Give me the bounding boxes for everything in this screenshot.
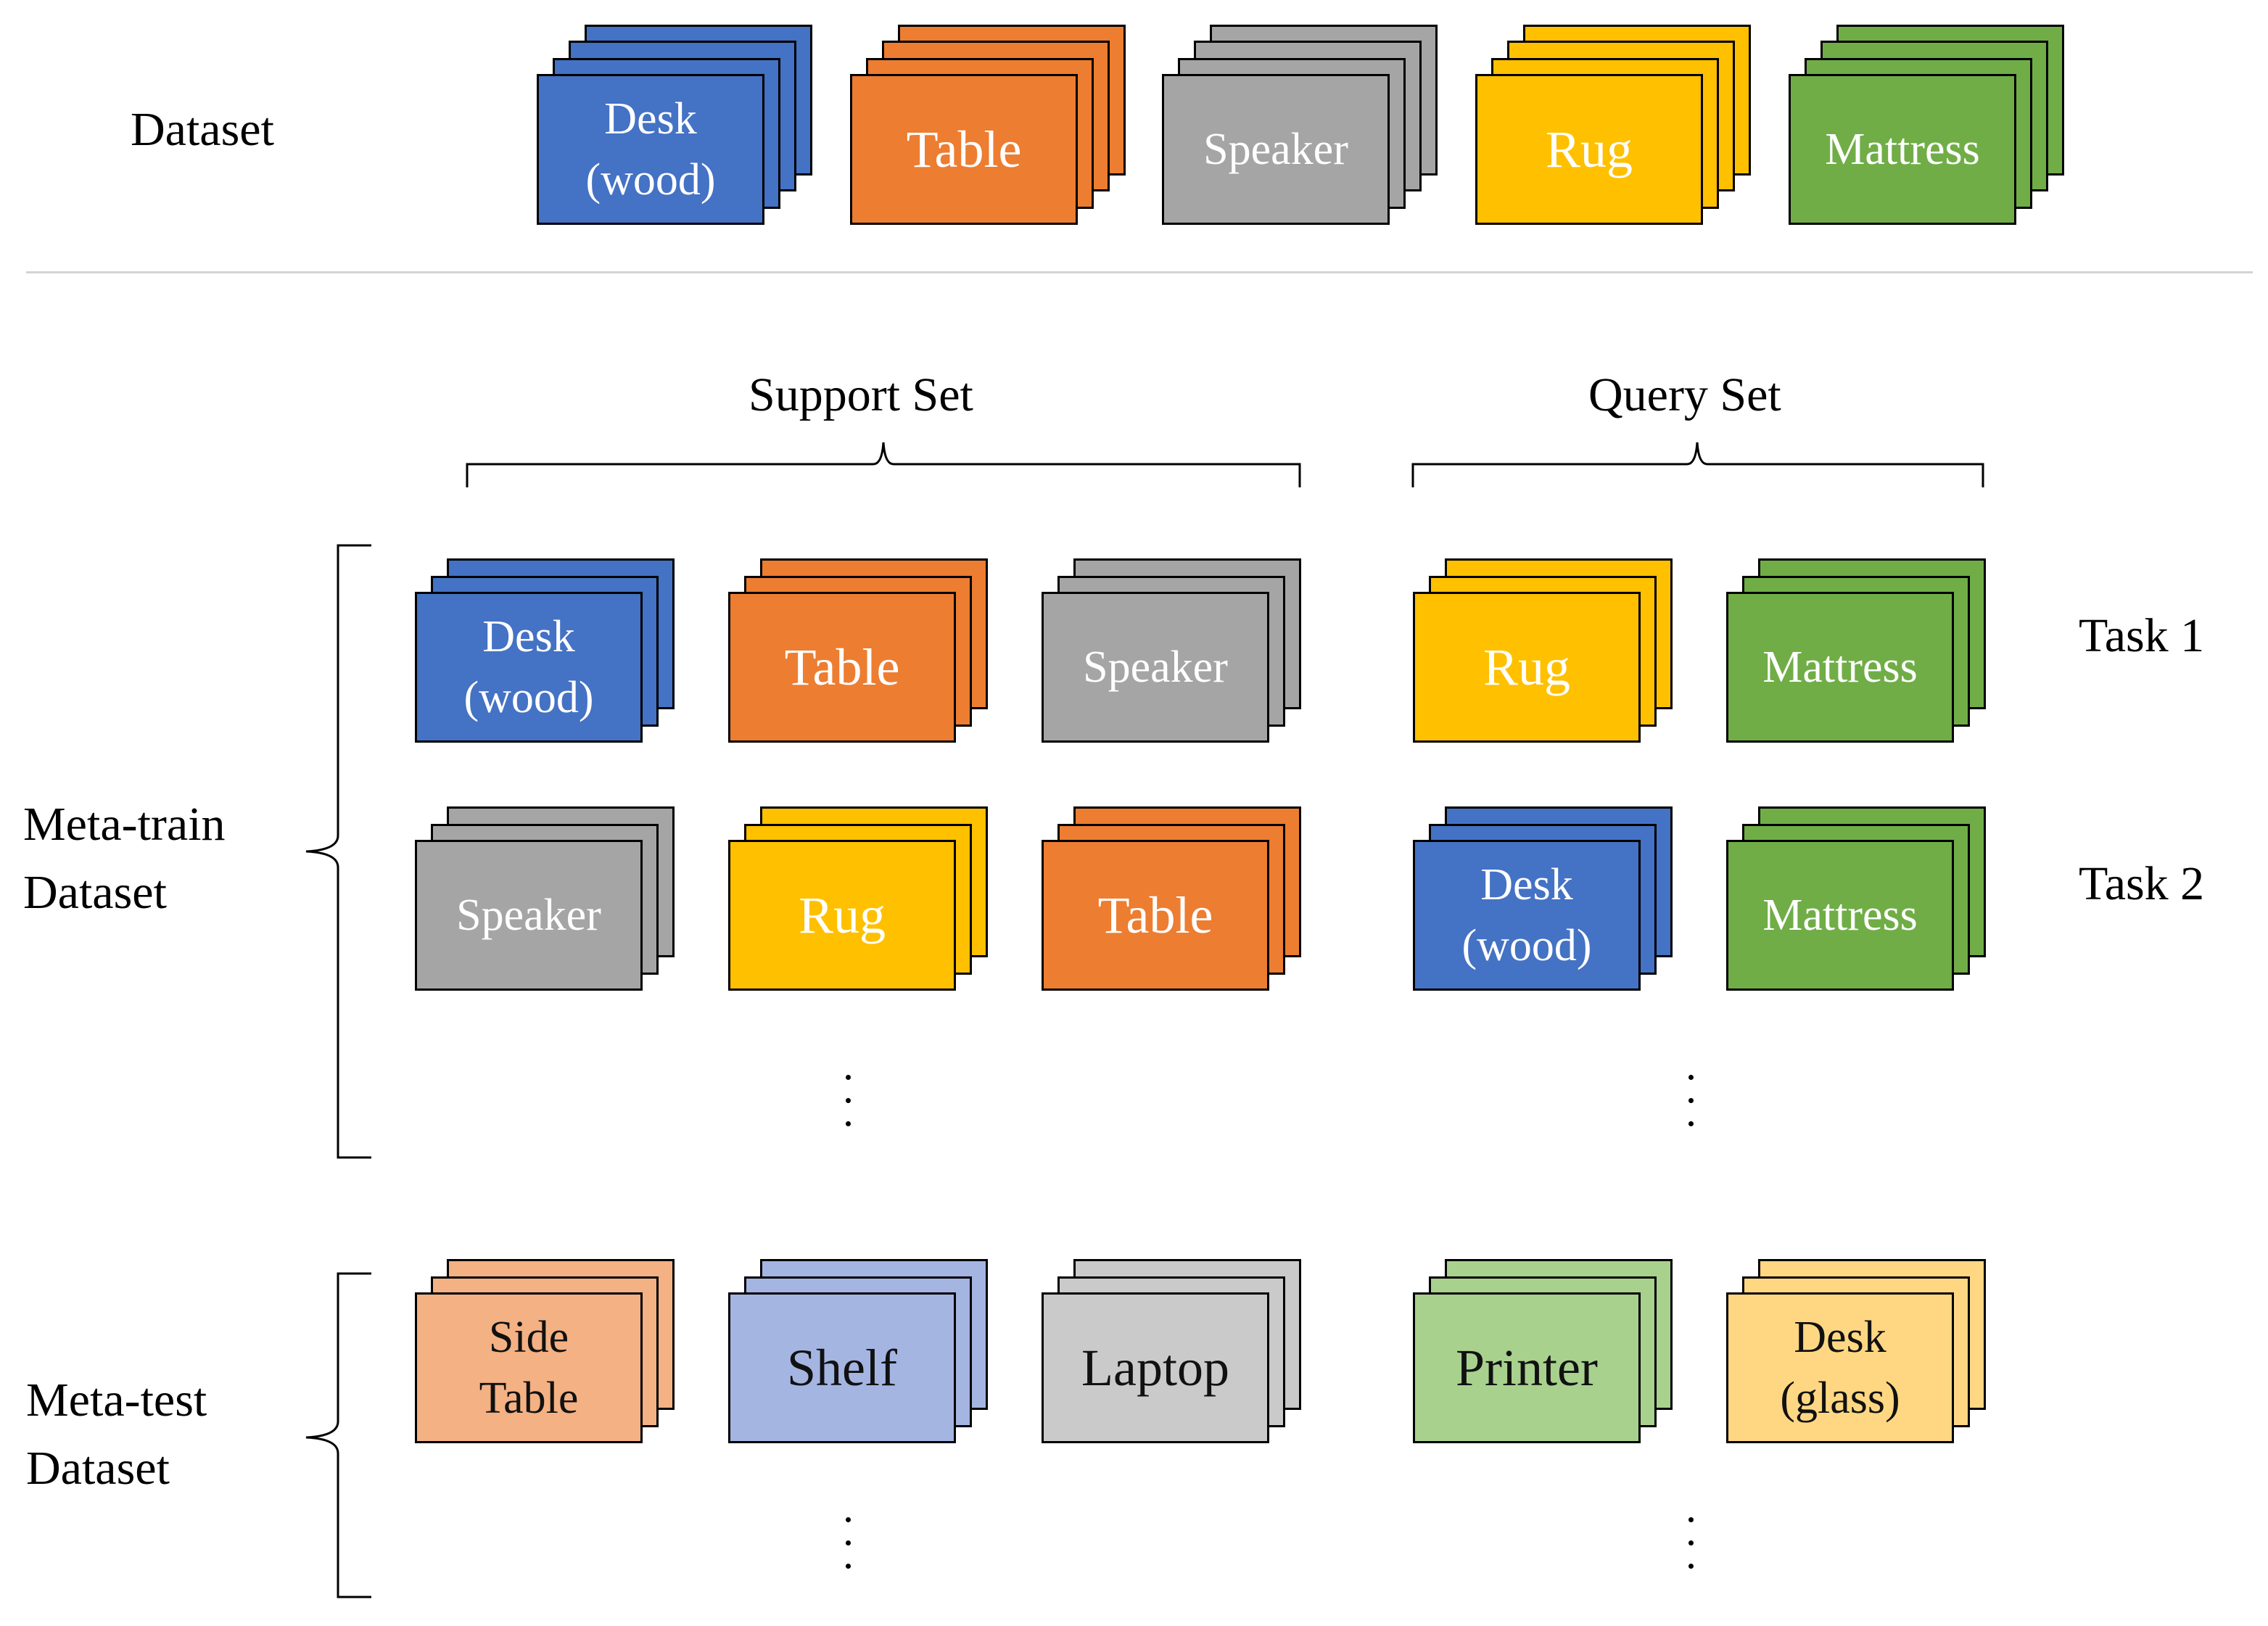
card-label: Laptop [1081, 1339, 1229, 1397]
ellipsis-icon [841, 1075, 856, 1133]
card-stack-table: Table [728, 542, 1005, 743]
section-divider [26, 271, 2253, 273]
meta-test-label: Meta-test Dataset [26, 1374, 207, 1495]
card-label: Desk (glass) [1780, 1313, 1900, 1423]
card-label: Side Table [479, 1313, 579, 1423]
card-sheet [1726, 840, 1954, 991]
card-sheet [1042, 1292, 1269, 1443]
task-2-label: Task 2 [2079, 857, 2205, 910]
card-stack-rug: Rug [1475, 25, 1752, 225]
card-sheet [1726, 592, 1954, 743]
ellipsis-icon [1684, 1075, 1699, 1133]
card-stack-table: Table [1042, 791, 1319, 991]
card-stack-shelf: Shelf [728, 1243, 1005, 1443]
card-stack-rug: Rug [728, 791, 1005, 991]
query-set-label: Query Set [1588, 368, 1781, 421]
card-stack-side: Side Table [415, 1243, 692, 1443]
ellipsis-icon [841, 1517, 856, 1575]
card-sheet [1789, 74, 2016, 225]
dataset-label: Dataset [131, 103, 274, 156]
meta-train-label: Meta-train Dataset [23, 798, 226, 919]
meta-test-brace [305, 1272, 371, 1598]
card-stack-printer: Printer [1413, 1243, 1690, 1443]
card-sheet [1726, 1292, 1954, 1443]
card-label: Speaker [1203, 125, 1348, 174]
card-stack-desk: Desk (wood) [537, 25, 814, 225]
card-label: Desk (wood) [1461, 860, 1592, 970]
query-set-brace [1411, 442, 1984, 487]
card-stack-speaker: Speaker [1162, 25, 1439, 225]
card-stack-speaker: Speaker [1042, 542, 1319, 743]
card-sheet [415, 592, 643, 743]
card-label: Mattress [1825, 125, 1980, 174]
card-sheet [1475, 74, 1703, 225]
card-stack-mattress: Mattress [1726, 791, 2003, 991]
support-set-label: Support Set [749, 368, 973, 421]
card-sheet [728, 1292, 956, 1443]
card-sheet [1413, 840, 1641, 991]
card-sheet [1042, 840, 1269, 991]
card-stack-speaker: Speaker [415, 791, 692, 991]
card-stack-mattress: Mattress [1726, 542, 2003, 743]
card-sheet [728, 592, 956, 743]
card-sheet [537, 74, 764, 225]
card-sheet [1413, 592, 1641, 743]
card-label: Printer [1456, 1339, 1598, 1397]
card-stack-desk: Desk (wood) [1413, 791, 1690, 991]
card-sheet [728, 840, 956, 991]
card-sheet [1413, 1292, 1641, 1443]
card-label: Rug [1483, 638, 1571, 696]
card-label: Shelf [787, 1339, 897, 1397]
card-label: Mattress [1762, 891, 1918, 940]
card-stack-laptop: Laptop [1042, 1243, 1319, 1443]
card-sheet [415, 840, 643, 991]
card-stack-desk: Desk (glass) [1726, 1243, 2003, 1443]
card-label: Speaker [1083, 643, 1228, 692]
card-stack-rug: Rug [1413, 542, 1690, 743]
card-stack-table: Table [850, 25, 1127, 225]
ellipsis-icon [1684, 1517, 1699, 1575]
card-label: Rug [798, 886, 886, 944]
card-label: Speaker [456, 891, 601, 940]
card-sheet [415, 1292, 643, 1443]
card-sheet [1042, 592, 1269, 743]
meta-train-brace [305, 544, 371, 1159]
card-label: Table [906, 120, 1022, 178]
card-sheet [850, 74, 1078, 225]
card-sheet [1162, 74, 1390, 225]
card-label: Desk (wood) [463, 612, 594, 722]
card-label: Table [1097, 886, 1213, 944]
card-label: Desk (wood) [585, 94, 716, 205]
card-stack-desk: Desk (wood) [415, 542, 692, 743]
card-label: Mattress [1762, 643, 1918, 692]
task-1-label: Task 1 [2079, 609, 2205, 662]
card-stack-mattress: Mattress [1789, 25, 2066, 225]
support-set-brace [466, 442, 1301, 487]
card-label: Rug [1545, 120, 1633, 178]
card-label: Table [784, 638, 900, 696]
